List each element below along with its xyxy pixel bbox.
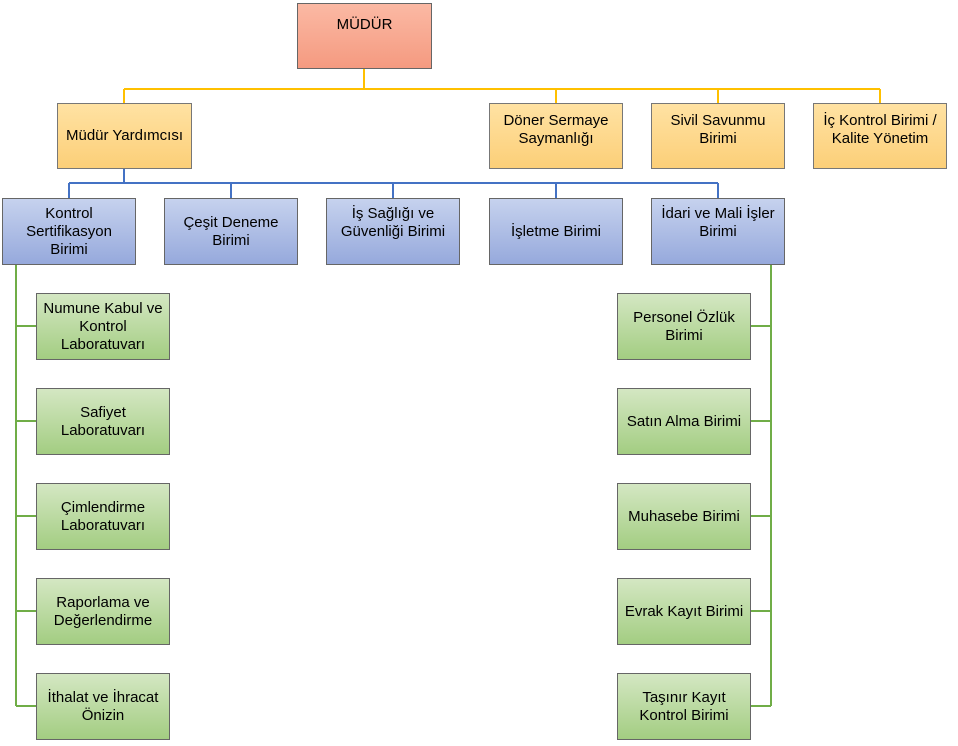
raporlama-box: Raporlama ve Değerlendirme	[36, 578, 170, 645]
safiyet-label: Safiyet Laboratuvarı	[60, 403, 146, 439]
raporlama-label: Raporlama ve Değerlendirme	[53, 593, 153, 629]
muhasebe-box: Muhasebe Birimi	[617, 483, 751, 550]
is-sagligi-box: İş Sağlığı ve Güvenliği Birimi	[326, 198, 460, 265]
director-label: MÜDÜR	[336, 16, 393, 33]
deputy-connectors	[68, 169, 719, 198]
is-sagligi-label: İş Sağlığı ve Güvenliği Birimi	[340, 205, 446, 240]
satin-alma-label: Satın Alma Birimi	[626, 412, 742, 430]
tasinir-kayit-box: Taşınır Kayıt Kontrol Birimi	[617, 673, 751, 740]
cesit-deneme-box: Çeşit Deneme Birimi	[164, 198, 298, 265]
personel-ozluk-box: Personel Özlük Birimi	[617, 293, 751, 360]
evrak-kayit-box: Evrak Kayıt Birimi	[617, 578, 751, 645]
kontrol-sertifikasyon-label: Kontrol Sertifikasyon Birimi	[26, 204, 112, 258]
sivil-savunma-box: Sivil Savunmu Birimi	[651, 103, 785, 169]
ic-kontrol-label: İç Kontrol Birimi / Kalite Yönetim	[823, 112, 937, 147]
director-box: MÜDÜR	[297, 3, 432, 69]
idari-mali-label: İdari ve Mali İşler Birimi	[661, 205, 775, 240]
cesit-deneme-label: Çeşit Deneme Birimi	[183, 213, 279, 249]
director-connectors	[123, 69, 881, 103]
deputy-label: Müdür Yardımcısı	[66, 127, 183, 144]
safiyet-box: Safiyet Laboratuvarı	[36, 388, 170, 455]
kontrol-sertifikasyon-box: Kontrol Sertifikasyon Birimi	[2, 198, 136, 265]
sivil-savunma-label: Sivil Savunmu Birimi	[670, 112, 766, 147]
ithalat-ihracat-box: İthalat ve İhracat Önizin	[36, 673, 170, 740]
doner-sermaye-box: Döner Sermaye Saymanlığı	[489, 103, 623, 169]
tasinir-kayit-label: Taşınır Kayıt Kontrol Birimi	[639, 688, 729, 724]
numune-kabul-label: Numune Kabul ve Kontrol Laboratuvarı	[43, 299, 163, 353]
cimlendirme-box: Çimlendirme Laboratuvarı	[36, 483, 170, 550]
ithalat-ihracat-label: İthalat ve İhracat Önizin	[47, 688, 159, 724]
personel-ozluk-label: Personel Özlük Birimi	[633, 308, 735, 344]
isletme-box: İşletme Birimi	[489, 198, 623, 265]
isletme-label: İşletme Birimi	[510, 222, 601, 240]
deputy-box: Müdür Yardımcısı	[57, 103, 192, 169]
idari-mali-box: İdari ve Mali İşler Birimi	[651, 198, 785, 265]
numune-kabul-box: Numune Kabul ve Kontrol Laboratuvarı	[36, 293, 170, 360]
muhasebe-label: Muhasebe Birimi	[628, 507, 740, 525]
evrak-kayit-label: Evrak Kayıt Birimi	[624, 602, 744, 620]
control-sub-connectors	[15, 265, 36, 707]
admin-sub-connectors	[751, 265, 772, 707]
doner-sermaye-label: Döner Sermaye Saymanlığı	[503, 112, 609, 147]
cimlendirme-label: Çimlendirme Laboratuvarı	[60, 498, 146, 534]
satin-alma-box: Satın Alma Birimi	[617, 388, 751, 455]
ic-kontrol-box: İç Kontrol Birimi / Kalite Yönetim	[813, 103, 947, 169]
